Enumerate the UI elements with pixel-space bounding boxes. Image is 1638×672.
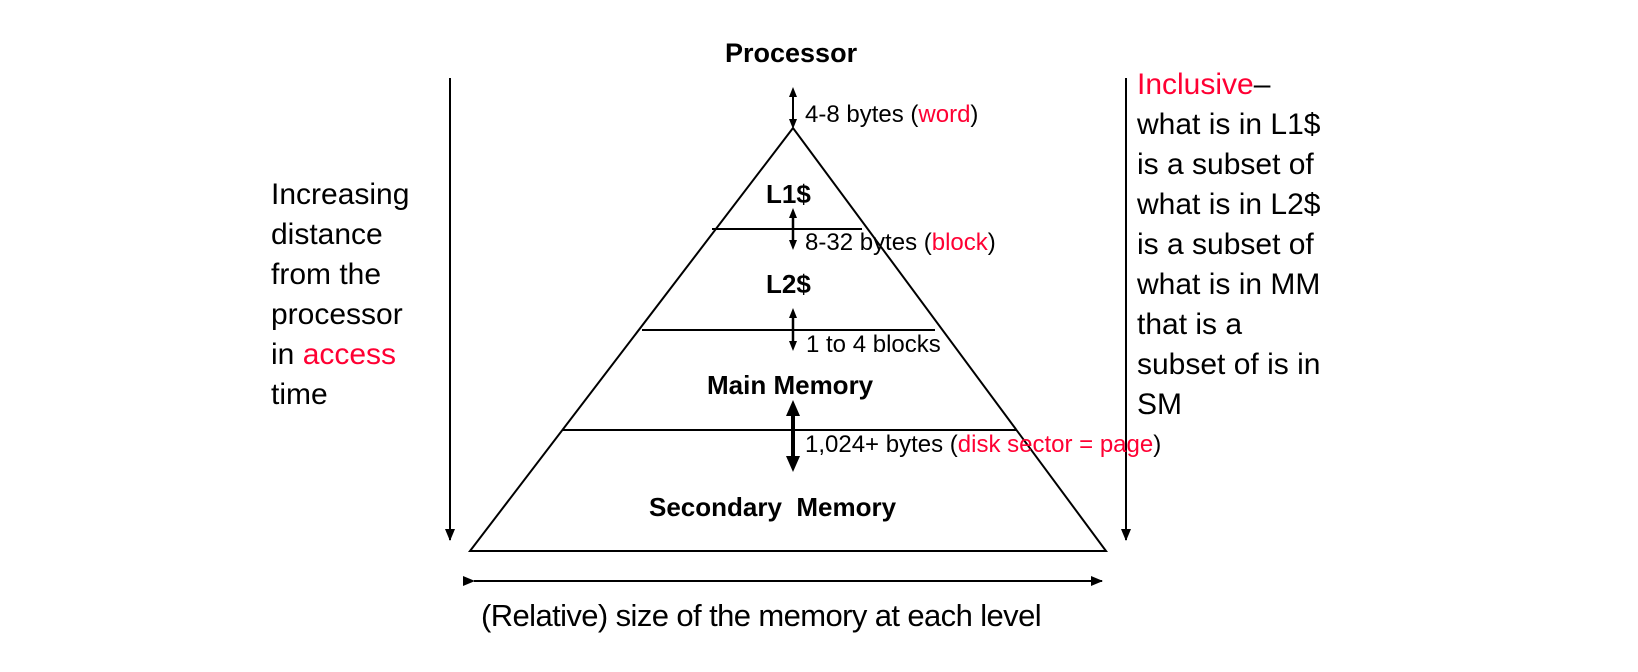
transfer-size-processor-l1: 4-8 bytes (word) xyxy=(805,103,978,127)
access-highlight: access xyxy=(302,338,397,371)
note-line: what is in L1$ xyxy=(1137,108,1321,141)
note-line: is a subset of xyxy=(1137,228,1314,261)
note-line: from the xyxy=(271,258,382,291)
note-line: processor xyxy=(271,298,403,331)
transfer-size-text: 1 to 4 blocks xyxy=(806,331,941,358)
note-line: what is in L2$ xyxy=(1137,188,1321,221)
level-label-l1: L1$ xyxy=(766,179,811,209)
transfer-size-text: 1,024+ bytes ( xyxy=(805,431,958,458)
transfer-close-paren: ) xyxy=(970,101,979,128)
transfer-size-l2-main: 1 to 4 blocks xyxy=(806,333,941,357)
note-line: distance xyxy=(271,218,383,251)
level-label-l2: L2$ xyxy=(766,269,811,299)
note-line: subset of is in xyxy=(1137,348,1321,381)
note-line: what is in MM xyxy=(1137,268,1321,301)
note-text: in xyxy=(271,338,303,371)
transfer-unit-page: disk sector = page xyxy=(957,431,1154,458)
note-line: Increasing xyxy=(271,178,410,211)
level-label-secondary-memory: Secondary Memory xyxy=(649,492,897,522)
transfer-size-l1-l2: 8-32 bytes (block) xyxy=(805,231,996,255)
transfer-close-paren: ) xyxy=(1153,431,1162,458)
transfer-unit-word: word xyxy=(918,101,971,128)
level-label-main-memory: Main Memory xyxy=(707,370,874,400)
note-line: that is a xyxy=(1137,308,1243,341)
processor-label: Processor xyxy=(725,38,858,68)
pyramid-outline xyxy=(467,126,1108,552)
size-caption: (Relative) size of the memory at each le… xyxy=(481,598,1042,633)
inclusive-note: Inclusive– what is in L1$ is a subset of… xyxy=(1137,65,1320,425)
note-line: time xyxy=(271,378,328,411)
note-line: is a subset of xyxy=(1137,148,1314,181)
transfer-unit-block: block xyxy=(931,229,988,256)
inclusive-highlight: Inclusive xyxy=(1137,68,1254,101)
transfer-size-main-secondary: 1,024+ bytes (disk sector = page) xyxy=(805,433,1161,457)
transfer-size-text: 4-8 bytes ( xyxy=(805,101,919,128)
transfer-size-text: 8-32 bytes ( xyxy=(805,229,932,256)
note-line: in access xyxy=(271,335,409,375)
note-dash: – xyxy=(1253,68,1271,101)
note-line: Inclusive– xyxy=(1137,65,1320,105)
access-time-note: Increasing distance from the processor i… xyxy=(271,175,409,415)
transfer-close-paren: ) xyxy=(987,229,996,256)
note-line: SM xyxy=(1137,388,1182,421)
